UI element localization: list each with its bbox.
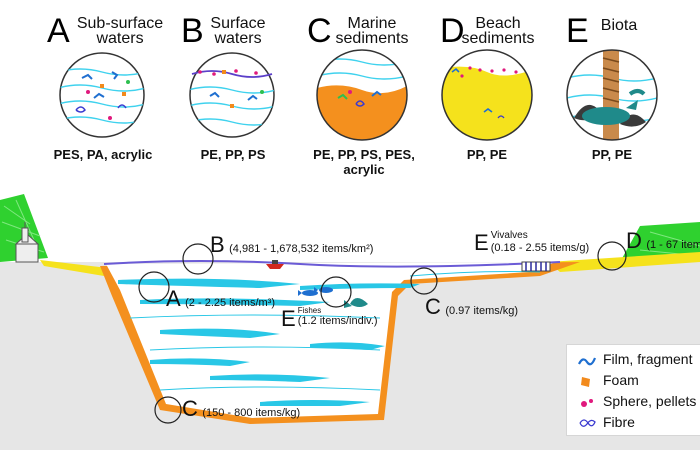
annotation-a-subsurface: A (2 - 2.25 items/m³) <box>166 286 275 312</box>
panel-c-circle <box>316 49 408 141</box>
annotation-b-text: (4,981 - 1,678,532 items/km²) <box>229 243 374 255</box>
panel-d-title-line2: sediments <box>461 30 535 47</box>
panel-a-particles <box>75 71 130 120</box>
panel-d-circle <box>441 49 533 141</box>
panel-c-polymers: PE, PP, PS, PES, acrylic <box>313 147 415 177</box>
church-icon <box>14 222 40 263</box>
panel-b-title-line2: waters <box>214 30 262 47</box>
panel-e-polymers: PP, PE <box>591 147 633 162</box>
panel-e-title-line1: Biota <box>600 17 638 34</box>
annotation-c-shelf-letter: C <box>425 294 441 319</box>
panel-a-title-line2: waters <box>96 30 144 47</box>
panel-a-polymers: PES, PA, acrylic <box>53 147 153 162</box>
bivalve-farm-icon <box>521 261 551 272</box>
annotation-c-shelf: C (0.97 items/kg) <box>425 294 518 320</box>
panel-a-title-line1: Sub-surface <box>76 15 164 32</box>
legend-sphere-pellets: Sphere, pellets <box>603 393 697 409</box>
annotation-e-bivalves-title: Vivalves <box>490 230 528 241</box>
panel-circles <box>59 49 658 141</box>
panel-a-circle <box>59 52 145 138</box>
water-lines <box>129 271 541 391</box>
panel-a-title: Sub-surface waters <box>74 15 166 47</box>
right-hill <box>620 222 700 262</box>
panel-e-title: Biota <box>594 17 644 34</box>
site-e-fishes-circle <box>320 276 352 308</box>
annotation-a-letter: A <box>166 286 181 311</box>
legend-foam: Foam <box>603 372 639 388</box>
annotation-e-fishes-letter: E <box>281 306 296 331</box>
panel-e-letter: E <box>566 12 589 50</box>
panel-b-polymers: PE, PP, PS <box>200 147 266 162</box>
annotation-c-deep-letter: C <box>182 396 198 421</box>
panel-d-title-line1: Beach <box>475 15 521 32</box>
site-a-circle <box>138 271 170 303</box>
panel-b-letter: B <box>181 12 204 50</box>
panel-b-title-line1: Surface <box>210 15 266 32</box>
panel-b-particles <box>198 69 264 108</box>
foam-icon <box>581 377 590 387</box>
panel-a-letter: A <box>47 12 70 50</box>
site-b-circle <box>182 243 214 275</box>
left-beach <box>40 260 108 276</box>
annotation-b-surface: B (4,981 - 1,678,532 items/km²) <box>210 232 373 258</box>
fish-icon <box>298 287 368 308</box>
legend: Film, fragment Foam Sphere, pellets Fibr… <box>566 344 700 436</box>
legend-fibre: Fibre <box>603 414 635 430</box>
annotation-e-bivalves-letter: E <box>474 230 489 255</box>
site-d-circle <box>597 241 627 271</box>
annotation-d-beach: D (1 - 67 item <box>626 228 700 254</box>
annotation-c-deep: C (150 - 800 items/kg) <box>182 396 300 422</box>
annotation-b-letter: B <box>210 232 225 257</box>
site-c-shelf-circle <box>410 267 438 295</box>
annotation-e-fishes: E Fishes (1.2 items/indiv.) <box>281 306 378 332</box>
panel-e-circle <box>566 49 658 141</box>
panel-b-title: Surface waters <box>203 15 273 47</box>
fibre-icon <box>579 419 596 427</box>
panel-b-circle <box>189 52 275 138</box>
panel-c-title: Marine sediments <box>330 15 414 47</box>
sea-surface <box>103 260 561 268</box>
legend-film-fragment: Film, fragment <box>603 351 693 367</box>
panel-c-title-line1: Marine <box>347 15 397 32</box>
water-streaks <box>118 278 420 406</box>
sphere-pellet-icon <box>581 399 593 407</box>
annotation-e-fishes-title: Fishes <box>297 306 322 315</box>
panel-c-letter: C <box>307 12 332 50</box>
panel-d-title: Beach sediments <box>456 15 540 47</box>
annotation-d-text: (1 - 67 item <box>646 239 700 251</box>
panel-c-title-line2: sediments <box>335 30 409 47</box>
film-fragment-icon <box>578 357 597 366</box>
annotation-c-deep-text: (150 - 800 items/kg) <box>202 407 301 419</box>
annotation-e-bivalves-text: (0.18 - 2.55 items/g) <box>490 242 590 254</box>
annotation-e-bivalves: E Vivalves (0.18 - 2.55 items/g) <box>474 230 589 256</box>
panel-d-polymers: PP, PE <box>466 147 508 162</box>
panel-d-letter: D <box>440 12 465 50</box>
annotation-e-fishes-text: (1.2 items/indiv.) <box>297 315 378 327</box>
annotation-c-shelf-text: (0.97 items/kg) <box>445 305 519 317</box>
site-c-deep-circle <box>154 396 182 424</box>
annotation-d-letter: D <box>626 228 642 253</box>
boat-icon <box>266 260 284 269</box>
right-beach <box>548 252 700 272</box>
annotation-a-text: (2 - 2.25 items/m³) <box>185 297 275 309</box>
